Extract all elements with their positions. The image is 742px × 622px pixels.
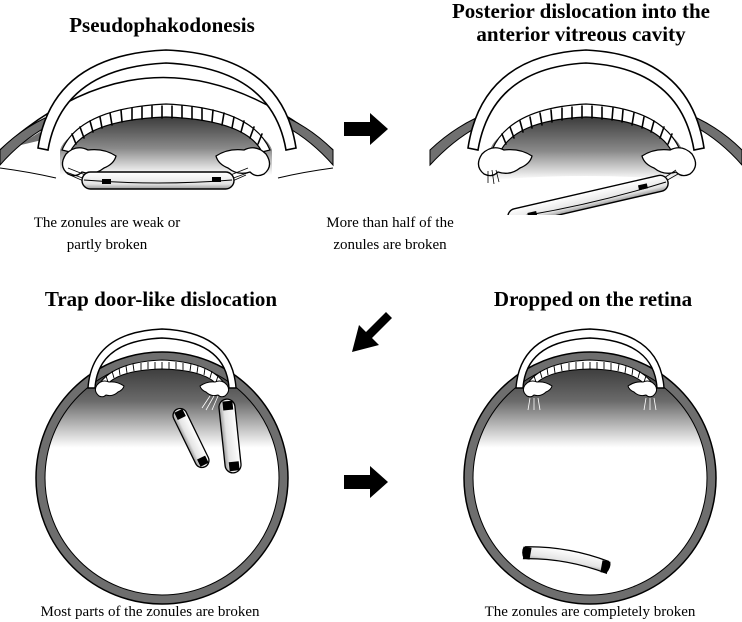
eye-pseudophakodonesis: [0, 49, 334, 190]
caption-posterior-dislocation: More than half of the zonules are broken: [300, 212, 480, 256]
title-posterior-dislocation: Posterior dislocation into the anterior …: [420, 0, 742, 46]
arrow-right-icon: [344, 113, 388, 145]
caption-pseudophakodonesis: The zonules are weak or partly broken: [0, 212, 214, 256]
arrow-down-left-icon: [352, 312, 392, 352]
title-trap-door: Trap door-like dislocation: [44, 287, 278, 311]
eye-dropped-on-retina: [463, 328, 717, 605]
caption-line: partly broken: [66, 237, 148, 253]
title-pseudophakodonesis: Pseudophakodonesis: [69, 13, 255, 37]
title-line: anterior vitreous cavity: [476, 22, 686, 46]
eye-trap-door: [35, 328, 289, 605]
title-dropped-on-retina: Dropped on the retina: [493, 287, 693, 311]
caption-line: zonules are broken: [333, 237, 447, 253]
caption-line: The zonules are weak or: [33, 215, 181, 231]
arrow-right-icon: [344, 466, 388, 498]
caption-trap-door: Most parts of the zonules are broken: [40, 604, 260, 620]
eye-posterior-dislocation: [429, 49, 742, 215]
caption-line: More than half of the: [326, 215, 454, 231]
title-line: Posterior dislocation into the: [451, 0, 710, 23]
caption-dropped-on-retina: The zonules are completely broken: [484, 604, 696, 620]
